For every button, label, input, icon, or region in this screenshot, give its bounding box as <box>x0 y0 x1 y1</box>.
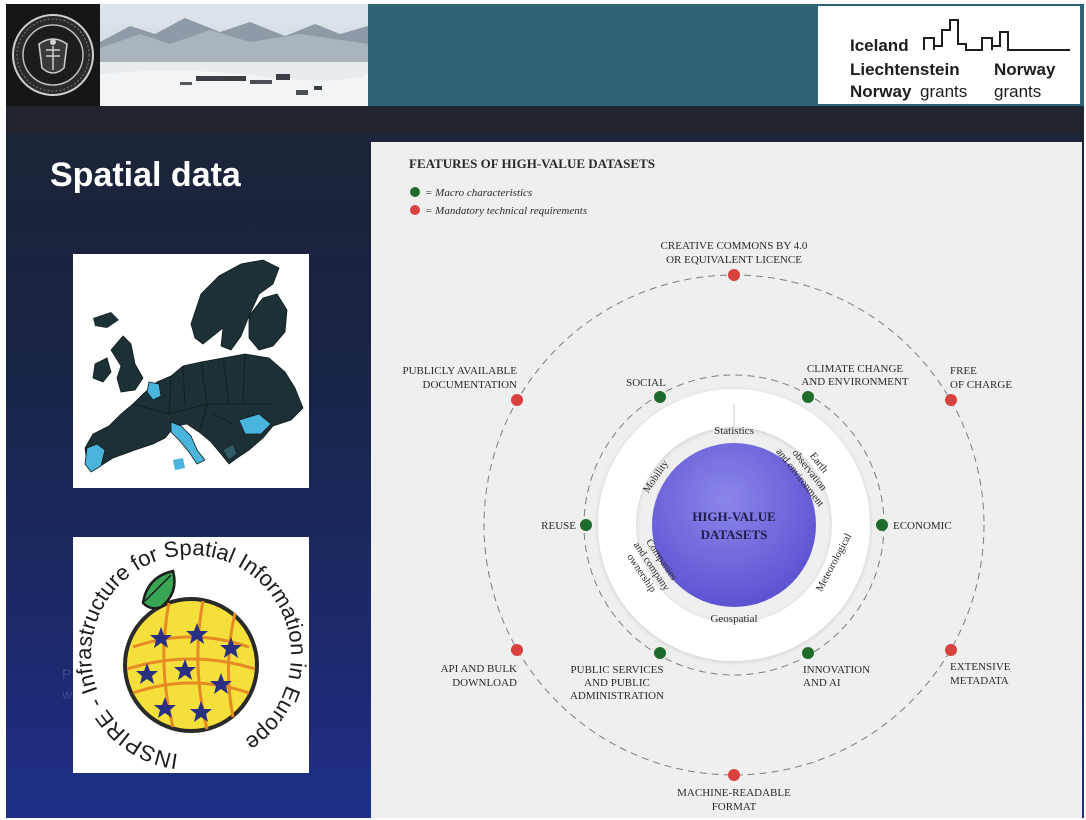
university-logo <box>6 4 100 106</box>
macro-social: SOCIAL <box>626 377 666 389</box>
grants-right-text: grants <box>994 82 1042 101</box>
requirement-dot-api <box>511 644 523 656</box>
requirement-free-line-2: OF CHARGE <box>950 379 1012 391</box>
macro-public-line-2: AND PUBLIC <box>584 677 650 689</box>
grants-skyline-icon <box>923 19 1070 51</box>
requirement-dot-cc <box>728 269 740 281</box>
requirement-dot-docs <box>511 394 523 406</box>
requirement-metadata-line-1: EXTENSIVE <box>950 661 1011 673</box>
macro-dot-social <box>654 391 666 403</box>
macro-dot-public <box>654 647 666 659</box>
requirement-api-line-2: DOWNLOAD <box>452 677 517 689</box>
legend-requirements-label: = Mandatory technical requirements <box>425 205 587 217</box>
grants-norway-bold-text: Norway <box>850 82 912 101</box>
macro-dot-reuse <box>580 519 592 531</box>
macro-dot-innovation <box>802 647 814 659</box>
iceland-liechtenstein-norway-grants-logo: Iceland Liechtenstein Norway grants Norw… <box>818 6 1080 104</box>
requirement-dot-free <box>945 394 957 406</box>
requirement-docs-line-1: PUBLICLY AVAILABLE <box>402 365 517 377</box>
legend-red-dot <box>410 205 420 215</box>
grants-left-text: grants <box>920 82 968 101</box>
header-banner: Iceland Liechtenstein Norway grants Norw… <box>6 4 1084 106</box>
macro-public-line-3: ADMINISTRATION <box>570 690 664 702</box>
arctic-station-photo <box>100 4 368 106</box>
macro-reuse: REUSE <box>541 520 576 532</box>
center-circle <box>652 443 816 607</box>
requirement-dot-metadata <box>945 644 957 656</box>
requirement-cc-line-1: CREATIVE COMMONS BY 4.0 <box>661 240 808 252</box>
center-label-line-2: DATASETS <box>701 527 768 542</box>
europe-map-image <box>73 254 309 488</box>
macro-dot-climate <box>802 391 814 403</box>
macro-innovation-line-1: INNOVATION <box>803 664 870 676</box>
slide-title: Spatial data <box>50 156 241 194</box>
inspire-logo-image: INSPIRE - Infrastructure for Spatial Inf… <box>73 537 309 773</box>
obscured-text-line-2: w <box>62 686 73 702</box>
center-label-line-1: HIGH-VALUE <box>692 509 776 524</box>
macro-economic: ECONOMIC <box>893 520 952 532</box>
requirement-api-line-1: API AND BULK <box>441 663 517 675</box>
requirement-dot-machine <box>728 769 740 781</box>
requirement-docs-line-2: DOCUMENTATION <box>423 379 518 391</box>
requirement-machine-line-1: MACHINE-READABLE <box>677 787 791 799</box>
macro-dot-economic <box>876 519 888 531</box>
header-divider-strip <box>6 106 1084 134</box>
high-value-datasets-diagram: FEATURES OF HIGH-VALUE DATASETS = Macro … <box>371 142 1082 818</box>
diagram-title: FEATURES OF HIGH-VALUE DATASETS <box>409 156 655 171</box>
macro-climate-line-2: AND ENVIRONMENT <box>801 376 909 388</box>
grants-iceland-text: Iceland <box>850 36 909 55</box>
obscured-text-line-1: P <box>62 666 72 682</box>
legend-macro-label: = Macro characteristics <box>425 187 532 199</box>
requirement-machine-line-2: FORMAT <box>712 801 757 813</box>
macro-climate-line-1: CLIMATE CHANGE <box>807 363 904 375</box>
university-seal-icon <box>12 14 94 96</box>
grants-norway-right-text: Norway <box>994 60 1056 79</box>
requirement-cc-line-2: OR EQUIVALENT LICENCE <box>666 254 802 266</box>
macro-innovation-line-2: AND AI <box>803 677 841 689</box>
macro-public-line-1: PUBLIC SERVICES <box>571 664 664 676</box>
slide: Iceland Liechtenstein Norway grants Norw… <box>6 4 1084 818</box>
requirement-free-line-1: FREE <box>950 365 977 377</box>
obscured-body-text: P w <box>62 664 72 704</box>
requirement-metadata-line-2: METADATA <box>950 675 1009 687</box>
category-geospatial: Geospatial <box>710 613 757 625</box>
legend-green-dot <box>410 187 420 197</box>
category-statistics: Statistics <box>714 425 754 437</box>
grants-liechtenstein-text: Liechtenstein <box>850 60 960 79</box>
